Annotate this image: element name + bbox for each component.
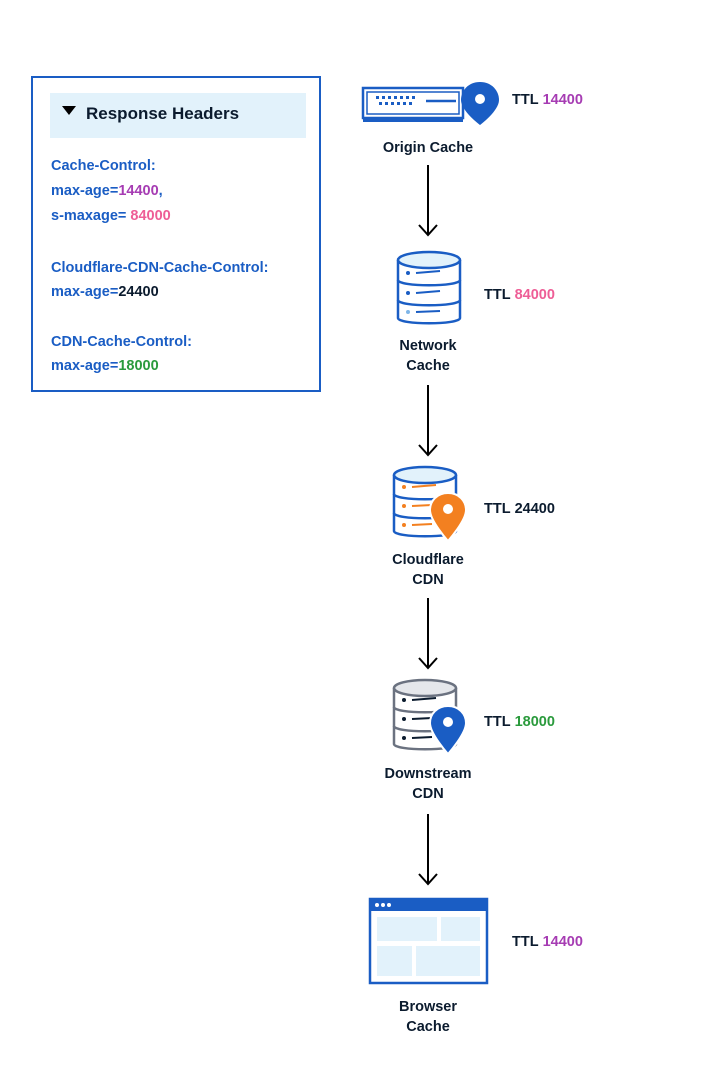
response-headers-panel: Response Headers Cache-Control: max-age=… — [31, 76, 321, 392]
database-gray-pin-icon — [392, 678, 468, 756]
header-line-s-maxage: s-maxage= 84000 — [51, 208, 171, 224]
label-cloudflare-cdn: Cloudflare CDN — [392, 552, 464, 588]
label-origin-cache: Origin Cache — [382, 140, 474, 156]
label-network-cache: Network Cache — [399, 338, 457, 374]
label-downstream-cdn: Downstream CDN — [384, 766, 472, 802]
arrow-down-icon — [418, 385, 438, 457]
header-line-cloudflare-max-age: max-age=24400 — [51, 284, 159, 300]
database-orange-pin-icon — [392, 465, 468, 543]
response-headers-title: Response Headers — [86, 104, 240, 123]
server-rack-pin-icon — [361, 82, 499, 125]
arrow-down-icon — [418, 165, 438, 237]
header-line-cdn-max-age: max-age=18000 — [51, 358, 159, 374]
arrow-down-icon — [418, 598, 438, 670]
label-browser-cache: Browser Cache — [398, 999, 458, 1035]
arrow-down-icon — [418, 814, 438, 886]
header-line-cloudflare-cdn-cache-control: Cloudflare-CDN-Cache-Control: — [51, 260, 269, 276]
response-headers-title-bar[interactable]: Response Headers — [50, 93, 306, 138]
database-icon — [396, 250, 462, 325]
browser-window-icon — [368, 897, 489, 985]
header-line-cache-control: Cache-Control: — [51, 158, 156, 174]
header-line-cdn-cache-control: CDN-Cache-Control: — [51, 334, 192, 350]
caret-down-icon[interactable] — [62, 106, 76, 115]
header-line-max-age: max-age=14400, — [51, 183, 163, 199]
